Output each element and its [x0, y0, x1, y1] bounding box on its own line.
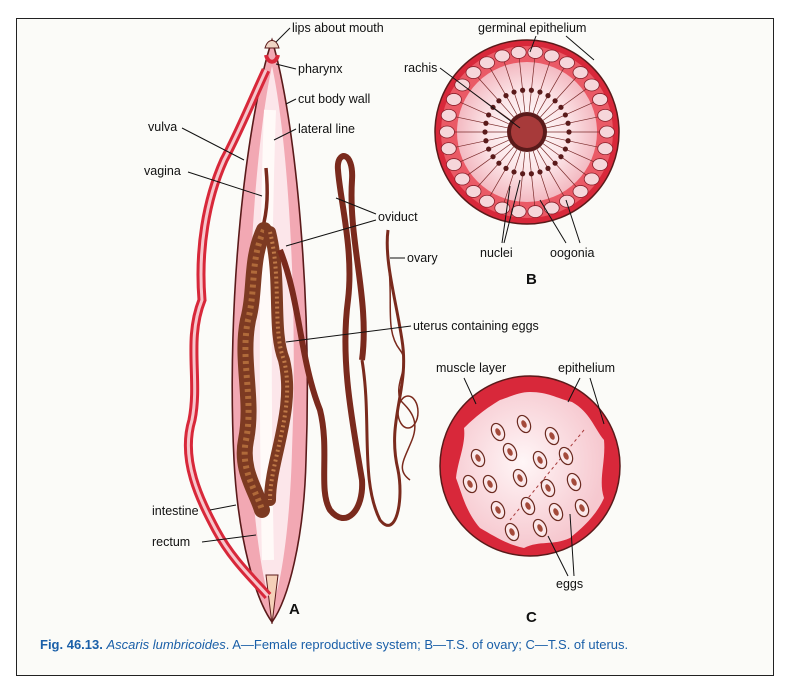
- nucleus-dot: [565, 121, 570, 126]
- oogonium-cell: [495, 50, 510, 62]
- label-muscle-layer: muscle layer: [436, 361, 506, 375]
- oogonium-cell: [466, 67, 481, 79]
- caption-figure-number: Fig. 46.13.: [40, 637, 103, 652]
- oogonium-cell: [440, 126, 455, 138]
- caption-species: Ascaris lumbricoides: [107, 637, 226, 652]
- oogonium-cell: [441, 109, 456, 121]
- nucleus-dot: [503, 166, 508, 171]
- oogonium-cell: [528, 206, 543, 218]
- panel-b-label: B: [526, 271, 537, 288]
- figure-caption: Fig. 46.13. Ascaris lumbricoides. A—Fema…: [40, 636, 770, 653]
- label-epithelium: epithelium: [558, 361, 615, 375]
- oogonium-cell: [584, 173, 599, 185]
- panel-a-label: A: [289, 601, 300, 618]
- oviduct-loop: [362, 230, 404, 525]
- nucleus-dot: [565, 138, 570, 143]
- label-ovary: ovary: [407, 251, 438, 265]
- label-germinal-epithelium: germinal epithelium: [478, 21, 586, 35]
- label-uterus: uterus containing eggs: [413, 319, 539, 333]
- oogonium-cell: [598, 143, 613, 155]
- nucleus-dot: [553, 98, 558, 103]
- oogonium-cell: [466, 185, 481, 197]
- nucleus-dot: [503, 93, 508, 98]
- oogonium-cell: [560, 195, 575, 207]
- panel-c-label: C: [526, 609, 537, 626]
- nucleus-dot: [545, 166, 550, 171]
- nucleus-dot: [511, 169, 516, 174]
- uterus-section: [440, 376, 620, 556]
- oogonium-cell: [480, 57, 495, 69]
- oogonium-cell: [598, 109, 613, 121]
- nucleus-dot: [482, 129, 487, 134]
- oogonium-cell: [441, 143, 456, 155]
- nucleus-dot: [558, 105, 563, 110]
- oogonium-cell: [600, 126, 615, 138]
- nucleus-dot: [529, 88, 534, 93]
- label-vulva: vulva: [148, 120, 177, 134]
- nucleus-dot: [545, 93, 550, 98]
- nucleus-dot: [486, 112, 491, 117]
- label-pharynx: pharynx: [298, 62, 343, 76]
- nucleus-dot: [520, 171, 525, 176]
- caption-text: . A—Female reproductive system; B—T.S. o…: [226, 637, 628, 652]
- oogonium-cell: [544, 50, 559, 62]
- nucleus-dot: [496, 161, 501, 166]
- nucleus-dot: [537, 89, 542, 94]
- nucleus-dot: [558, 154, 563, 159]
- label-lateral-line: lateral line: [298, 122, 355, 136]
- oogonium-cell: [455, 173, 470, 185]
- label-rachis: rachis: [404, 61, 437, 75]
- label-intestine: intestine: [152, 504, 199, 518]
- nucleus-dot: [563, 146, 568, 151]
- oogonium-cell: [511, 46, 526, 58]
- oogonium-cell: [584, 79, 599, 91]
- oogonium-cell: [573, 67, 588, 79]
- nucleus-dot: [563, 112, 568, 117]
- nucleus-dot: [566, 129, 571, 134]
- label-rectum: rectum: [152, 535, 190, 549]
- oogonium-cell: [560, 57, 575, 69]
- label-nuclei: nuclei: [480, 246, 513, 260]
- nucleus-dot: [486, 146, 491, 151]
- nucleus-dot: [520, 88, 525, 93]
- oogonium-cell: [593, 159, 608, 171]
- nucleus-dot: [483, 121, 488, 126]
- oogonium-cell: [528, 46, 543, 58]
- label-lips: lips about mouth: [292, 21, 384, 35]
- oogonium-cell: [593, 93, 608, 105]
- label-cut-body-wall: cut body wall: [298, 92, 370, 106]
- oogonium-cell: [446, 159, 461, 171]
- nucleus-dot: [553, 161, 558, 166]
- nucleus-dot: [511, 89, 516, 94]
- nucleus-dot: [496, 98, 501, 103]
- label-eggs: eggs: [556, 577, 583, 591]
- nucleus-dot: [529, 171, 534, 176]
- label-oogonia: oogonia: [550, 246, 595, 260]
- nucleus-dot: [490, 154, 495, 159]
- oogonium-cell: [480, 195, 495, 207]
- oogonium-cell: [544, 202, 559, 214]
- oogonium-cell: [573, 185, 588, 197]
- label-vagina: vagina: [144, 164, 181, 178]
- nucleus-dot: [483, 138, 488, 143]
- label-oviduct: oviduct: [378, 210, 418, 224]
- oogonium-cell: [446, 93, 461, 105]
- nucleus-dot: [537, 169, 542, 174]
- ovary-section: [435, 40, 619, 224]
